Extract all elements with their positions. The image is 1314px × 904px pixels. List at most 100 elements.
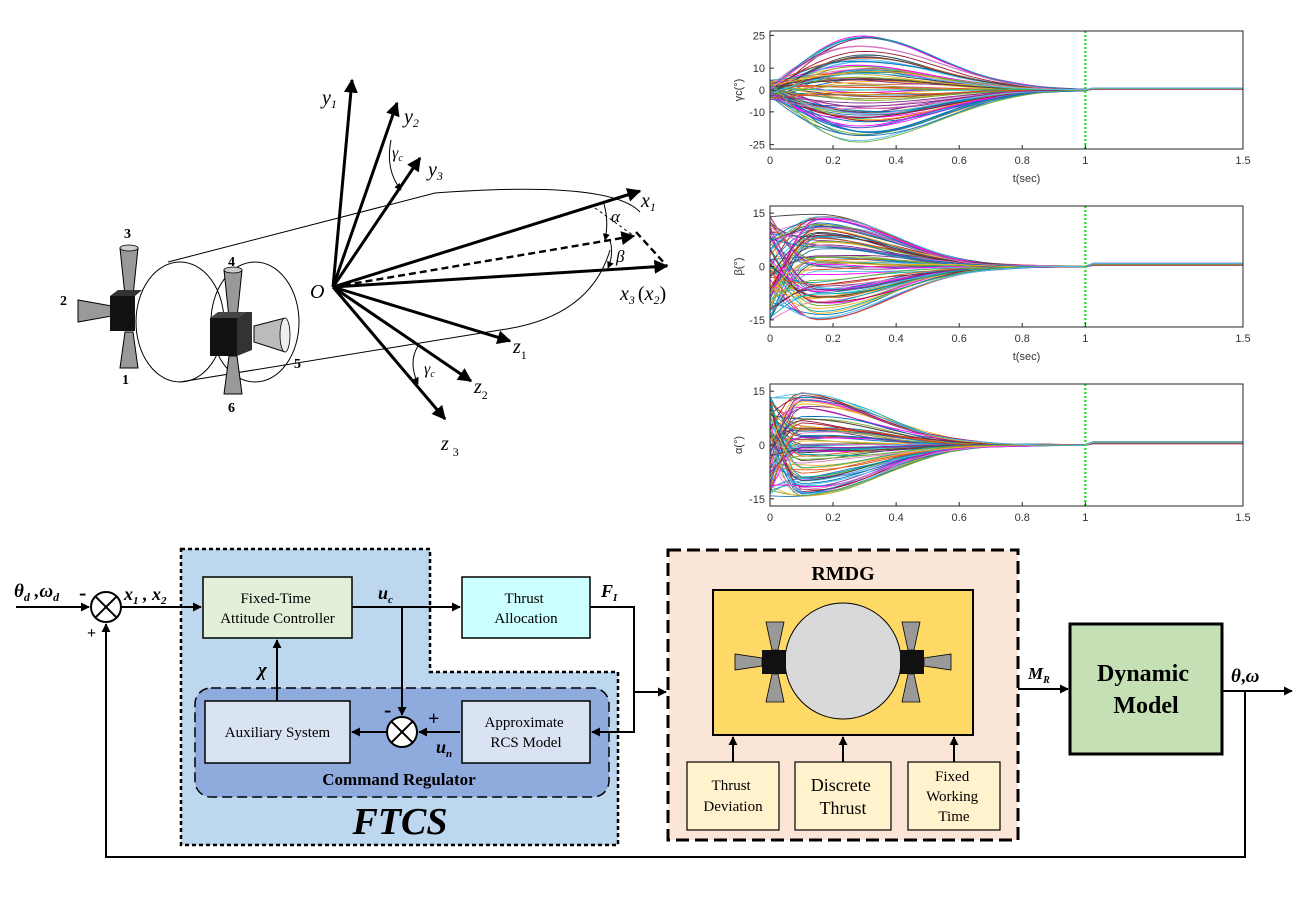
svg-text:y2: y2 bbox=[402, 106, 419, 130]
axis-z1-label: z bbox=[512, 336, 521, 358]
mr-label: M bbox=[1027, 664, 1044, 683]
axis-x1-arrow bbox=[332, 188, 642, 289]
axis-y3-sub: 3 bbox=[436, 169, 443, 183]
series-line bbox=[770, 432, 1243, 460]
thrust-deviation-box bbox=[686, 761, 780, 831]
axis-y1-label: y bbox=[320, 87, 331, 109]
svg-text:x1: x1 bbox=[640, 190, 656, 214]
axis-x1-sub: 1 bbox=[650, 200, 656, 214]
axis-z3-arrow bbox=[331, 286, 447, 421]
x-tick-label: 0 bbox=[767, 155, 773, 167]
series-line bbox=[770, 88, 1243, 104]
regulator-plus-sign: + bbox=[428, 708, 439, 730]
x-tick-label: 1 bbox=[1082, 512, 1088, 524]
x-tick-label: 0 bbox=[767, 333, 773, 345]
svg-text:x3(x2): x3(x2) bbox=[619, 283, 666, 307]
svg-text:FI: FI bbox=[600, 581, 618, 604]
auxiliary-system-label: Auxiliary System bbox=[225, 725, 331, 741]
origin-label: O bbox=[310, 281, 324, 303]
error-x1: x bbox=[123, 584, 133, 604]
x-tick-label: 0.2 bbox=[825, 512, 840, 524]
output-comma: , bbox=[1241, 666, 1246, 687]
axis-x3-sub: 3 bbox=[628, 293, 635, 307]
x-tick-label: 0.6 bbox=[952, 512, 967, 524]
axis-x2-sub: 2 bbox=[653, 293, 659, 307]
rmdg-label: RMDG bbox=[811, 563, 875, 585]
axis-z2-label: z bbox=[473, 376, 482, 398]
x-tick-label: 0.2 bbox=[825, 333, 840, 345]
x-tick-label: 0.4 bbox=[888, 333, 903, 345]
svg-text:Thrust Allocation: Thrust Allocation bbox=[494, 591, 558, 627]
svg-text:un: un bbox=[436, 737, 452, 760]
input-omega: ω bbox=[39, 581, 53, 602]
uc-sub: c bbox=[388, 594, 393, 606]
fixed-working-line1: Fixed bbox=[935, 769, 970, 785]
approx-rcs-line1: Approximate bbox=[485, 715, 564, 731]
rmdg-spacecraft-icon bbox=[734, 602, 952, 720]
gamma-bottom-sub: c bbox=[430, 369, 435, 380]
thruster-label-5: 5 bbox=[294, 357, 301, 372]
svg-text:Thrust Deviation: Thrust Deviation bbox=[703, 778, 763, 815]
output-theta: θ bbox=[1231, 666, 1241, 687]
svg-text:Fixed Working: Fixed Working Time bbox=[926, 769, 982, 825]
svg-text:uc: uc bbox=[378, 583, 393, 606]
svg-text:θ,ω: θ,ω bbox=[1231, 666, 1260, 687]
axis-x2-paren-open: ( bbox=[638, 283, 645, 305]
y-axis-label: β(°) bbox=[733, 257, 745, 275]
x-tick-label: 0.8 bbox=[1015, 333, 1030, 345]
y-tick-label: -25 bbox=[749, 140, 765, 152]
thruster-cluster-right bbox=[210, 266, 291, 395]
plot-curves bbox=[770, 35, 1243, 143]
approx-rcs-line2: RCS Model bbox=[490, 735, 561, 751]
controller-label-line2: Attitude Controller bbox=[220, 611, 335, 627]
x-tick-label: 0.6 bbox=[952, 333, 967, 345]
thrust-deviation-line2: Deviation bbox=[703, 799, 763, 815]
y-tick-label: -15 bbox=[749, 494, 765, 506]
approximate-rcs-model-box bbox=[461, 700, 591, 764]
x-tick-label: 1.5 bbox=[1235, 512, 1250, 524]
angle-arcs bbox=[388, 139, 614, 385]
thrust-allocation-line1: Thrust bbox=[505, 591, 545, 607]
axis-y2-sub: 2 bbox=[413, 116, 419, 130]
y-tick-label: 15 bbox=[753, 208, 765, 220]
thruster-label-2: 2 bbox=[60, 294, 67, 309]
x-tick-label: 1 bbox=[1082, 155, 1088, 167]
x-axis-label: t(sec) bbox=[1013, 351, 1041, 363]
y-tick-label: -15 bbox=[749, 315, 765, 327]
x-axis-label: t(sec) bbox=[1013, 173, 1041, 185]
discrete-thrust-line1: Discrete bbox=[811, 775, 871, 795]
y-axis-label: α(°) bbox=[733, 436, 745, 454]
input-comma: , bbox=[30, 581, 40, 602]
uc-label: u bbox=[378, 583, 388, 603]
x-tick-label: 0.4 bbox=[888, 155, 903, 167]
fixed-working-line3: Time bbox=[938, 809, 969, 825]
series-line bbox=[770, 262, 1243, 319]
x-tick-label: 0.2 bbox=[825, 155, 840, 167]
x-tick-label: 1 bbox=[1082, 333, 1088, 345]
thrust-allocation-line2: Allocation bbox=[494, 611, 558, 627]
svg-text:z1: z1 bbox=[512, 336, 527, 362]
discrete-thrust-box bbox=[794, 761, 892, 831]
ftcs-label: FTCS bbox=[351, 801, 447, 843]
y-tick-label: 0 bbox=[759, 85, 765, 97]
series-line bbox=[770, 82, 1243, 143]
axis-y3-label: y bbox=[426, 159, 437, 181]
x-tick-label: 0.8 bbox=[1015, 512, 1030, 524]
axis-x1-label: x bbox=[640, 190, 650, 212]
series-line bbox=[770, 73, 1243, 95]
un-sub: n bbox=[446, 748, 452, 760]
feedback-minus-sign: - bbox=[79, 580, 86, 605]
signal-lines bbox=[16, 602, 1293, 858]
svg-text:y3: y3 bbox=[426, 159, 443, 183]
axis-z1-arrow bbox=[332, 285, 512, 345]
y-tick-label: -10 bbox=[749, 107, 765, 119]
beta-label: β bbox=[615, 247, 625, 266]
error-x1-sub: 1 bbox=[133, 595, 139, 607]
svg-text:Dynamic Model: Dynamic Model bbox=[1097, 661, 1195, 719]
thrust-allocation-box bbox=[461, 576, 591, 639]
fixed-working-line2: Working bbox=[926, 789, 979, 805]
thruster-label-3: 3 bbox=[124, 227, 131, 242]
mr-sub: R bbox=[1042, 675, 1050, 686]
